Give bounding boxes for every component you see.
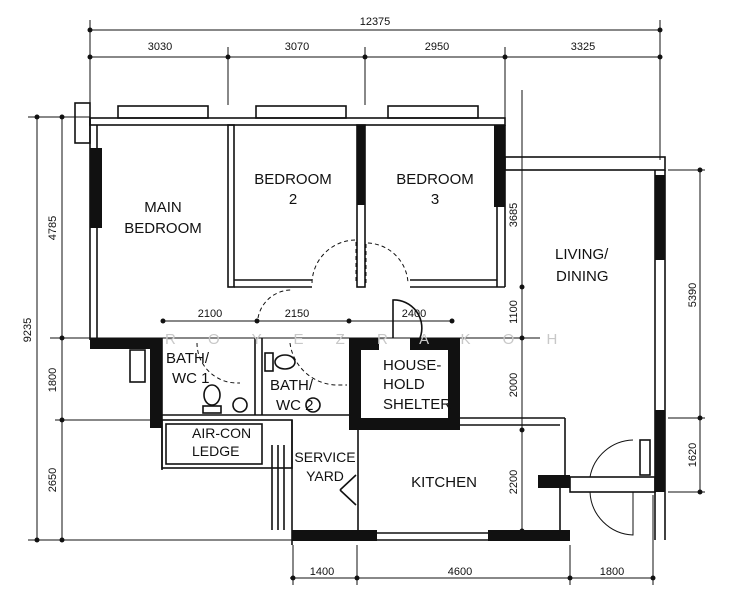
dimension-inner-vertical: 3685 1100 2000 2200	[508, 90, 525, 534]
dimension-overall: 12375	[87, 16, 663, 160]
dim-inner-h-2: 2150	[285, 308, 309, 320]
dim-bottom-3: 1800	[600, 566, 624, 578]
room-kitchen: KITCHEN	[411, 474, 477, 491]
room-label: BEDROOM	[254, 171, 332, 188]
room-label: LEDGE	[192, 443, 239, 459]
room-label: SERVICE	[294, 449, 355, 465]
room-label: KITCHEN	[411, 474, 477, 491]
dim-left-3: 2650	[47, 468, 59, 492]
dim-top-2: 3070	[285, 41, 309, 53]
room-label: BATH/	[270, 377, 314, 394]
room-aircon-ledge: AIR-CON LEDGE	[192, 425, 251, 459]
dim-bottom-2: 4600	[448, 566, 472, 578]
dim-top-3: 2950	[425, 41, 449, 53]
room-label: YARD	[306, 468, 344, 484]
room-label: MAIN	[144, 199, 182, 216]
dim-overall-width: 12375	[360, 16, 391, 28]
room-label: BEDROOM	[396, 171, 474, 188]
dim-inner-v-4: 2200	[508, 470, 520, 494]
room-label: BEDROOM	[124, 220, 202, 237]
room-bath-wc-1: BATH/ WC 1	[166, 350, 210, 387]
dim-inner-v-3: 2000	[508, 373, 520, 397]
dim-inner-h-1: 2100	[198, 308, 222, 320]
room-label: WC 2	[276, 397, 314, 414]
dim-left-2: 1800	[47, 368, 59, 392]
room-living-dining: LIVING/ DINING	[555, 246, 609, 285]
dim-bottom-1: 1400	[310, 566, 334, 578]
room-label: SHELTER	[383, 396, 451, 413]
dimension-inner-horizontal: 2100 2150 2400	[160, 308, 455, 324]
dimension-bottom: 1400 4600 1800	[290, 495, 656, 585]
dimension-right: 5390 1620	[668, 167, 705, 495]
dimension-top: 3030 3070 2950 3325	[87, 41, 663, 160]
dim-left-total: 9235	[22, 318, 34, 342]
room-label: 2	[289, 191, 297, 208]
dim-left-1: 4785	[47, 216, 59, 240]
room-service-yard: SERVICE YARD	[294, 449, 355, 484]
dim-right-2: 1620	[687, 443, 699, 467]
dim-inner-v-2: 1100	[508, 300, 520, 324]
dim-top-4: 3325	[571, 41, 595, 53]
dim-top-1: 3030	[148, 41, 172, 53]
room-bedroom-2: BEDROOM 2	[254, 171, 332, 208]
dim-inner-v-1: 3685	[508, 203, 520, 227]
room-bath-wc-2: BATH/ WC 2	[270, 377, 314, 414]
room-label: WC 1	[172, 370, 210, 387]
room-main-bedroom: MAIN BEDROOM	[124, 199, 202, 237]
room-label: 3	[431, 191, 439, 208]
dim-right-1: 5390	[687, 283, 699, 307]
room-label: LIVING/	[555, 246, 609, 263]
room-household-shelter: HOUSE- HOLD SHELTER	[383, 357, 451, 413]
room-bedroom-3: BEDROOM 3	[396, 171, 474, 208]
room-label: DINING	[556, 268, 609, 285]
watermark: R O Y E Z R A K O H	[165, 331, 571, 348]
walls	[74, 102, 666, 545]
room-label: AIR-CON	[192, 425, 251, 441]
room-label: HOUSE-	[383, 357, 441, 374]
room-label: HOLD	[383, 376, 425, 393]
dim-inner-h-3: 2400	[402, 308, 426, 320]
room-label: BATH/	[166, 350, 210, 367]
